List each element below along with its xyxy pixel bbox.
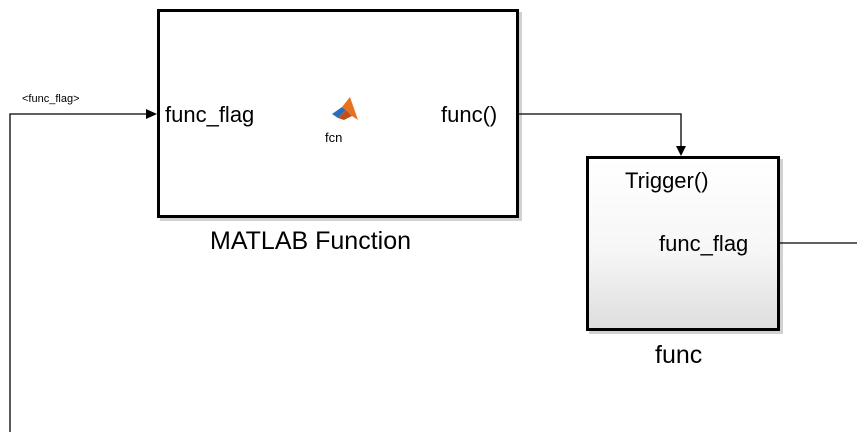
- input-arrowhead: [146, 109, 157, 119]
- triggered-subsystem-block[interactable]: [586, 156, 780, 331]
- trigger-arrowhead: [676, 146, 686, 156]
- signal-tag-label: <func_flag>: [22, 93, 80, 105]
- subsystem-trigger-port-label: Trigger(): [625, 168, 709, 193]
- subsystem-block-name: func: [655, 341, 703, 369]
- matlab-logo-icon: [332, 97, 358, 120]
- fcn-icon-label: fcn: [325, 130, 343, 145]
- matlab-function-block-name: MATLAB Function: [210, 227, 412, 255]
- function-call-signal-line[interactable]: [519, 113, 682, 146]
- matlab-function-input-port-label: func_flag: [165, 102, 255, 127]
- matlab-function-output-port-label: func(): [441, 102, 498, 127]
- subsystem-output-port-label: func_flag: [659, 231, 749, 256]
- feedback-signal-line[interactable]: [9, 113, 146, 432]
